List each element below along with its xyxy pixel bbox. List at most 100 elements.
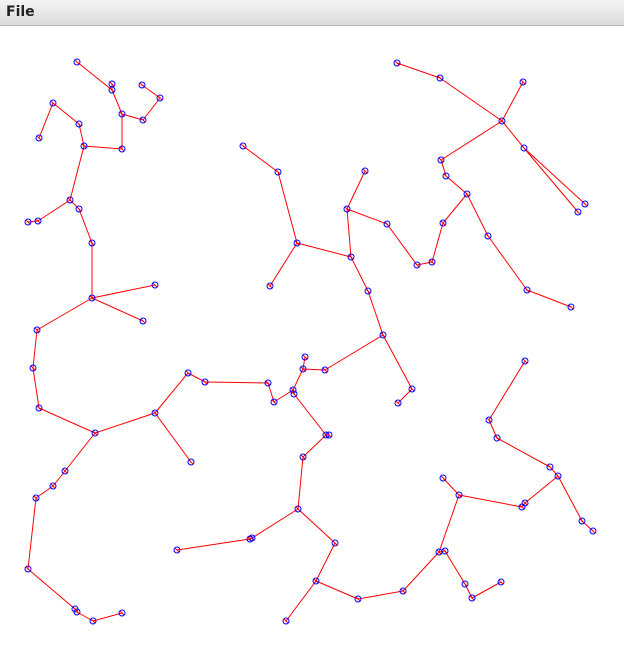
graph-node[interactable] <box>35 404 43 412</box>
graph-node[interactable] <box>437 156 445 164</box>
graph-node[interactable] <box>49 99 57 107</box>
graph-node-mark <box>520 79 526 85</box>
graph-node[interactable] <box>354 595 362 603</box>
graph-node[interactable] <box>66 196 74 204</box>
graph-node[interactable] <box>118 110 126 118</box>
graph-node[interactable] <box>343 205 351 213</box>
graph-edge <box>324 334 384 371</box>
graph-node[interactable] <box>187 458 195 466</box>
graph-node[interactable] <box>546 463 554 471</box>
graph-node[interactable] <box>461 580 469 588</box>
graph-node[interactable] <box>312 577 320 585</box>
graph-node[interactable] <box>301 353 309 361</box>
graph-node[interactable] <box>151 281 159 289</box>
graph-node[interactable] <box>75 205 83 213</box>
graph-node[interactable] <box>33 326 41 334</box>
graph-node[interactable] <box>201 378 209 386</box>
graph-node[interactable] <box>35 134 43 142</box>
graph-node[interactable] <box>294 505 302 513</box>
graph-node[interactable] <box>321 366 329 374</box>
graph-node[interactable] <box>498 117 506 125</box>
graph-node[interactable] <box>523 286 531 294</box>
graph-node[interactable] <box>408 385 416 393</box>
graph-node[interactable] <box>428 258 436 266</box>
graph-node[interactable] <box>383 220 391 228</box>
graph-node[interactable] <box>73 608 81 616</box>
file-menu[interactable]: File <box>6 4 35 20</box>
graph-node[interactable] <box>578 517 586 525</box>
graph-node[interactable] <box>118 145 126 153</box>
graph-node[interactable] <box>299 453 307 461</box>
graph-node[interactable] <box>293 239 301 247</box>
graph-node[interactable] <box>80 142 88 150</box>
graph-node[interactable] <box>290 390 298 398</box>
graph-node[interactable] <box>75 120 83 128</box>
graph-node[interactable] <box>49 482 57 490</box>
graph-node[interactable] <box>274 168 282 176</box>
graph-node-mark <box>494 435 500 441</box>
graph-node[interactable] <box>139 317 147 325</box>
graph-node[interactable] <box>282 617 290 625</box>
graph-node[interactable] <box>108 86 116 94</box>
graph-node[interactable] <box>270 398 278 406</box>
graph-node[interactable] <box>184 369 192 377</box>
graph-node-mark <box>524 287 530 293</box>
graph-node[interactable] <box>331 539 339 547</box>
graph-node[interactable] <box>118 609 126 617</box>
graph-node[interactable] <box>89 617 97 625</box>
graph-node[interactable] <box>519 78 527 86</box>
graph-node[interactable] <box>138 81 146 89</box>
graph-node[interactable] <box>364 287 372 295</box>
graph-node[interactable] <box>484 232 492 240</box>
graph-node[interactable] <box>442 172 450 180</box>
graph-node[interactable] <box>139 116 147 124</box>
graph-node[interactable] <box>485 416 493 424</box>
graph-node[interactable] <box>394 399 402 407</box>
graph-node[interactable] <box>554 472 562 480</box>
graph-node[interactable] <box>246 535 254 543</box>
graph-canvas[interactable] <box>0 27 624 653</box>
graph-node[interactable] <box>393 59 401 67</box>
graph-node[interactable] <box>361 167 369 175</box>
graph-node-mark <box>271 399 277 405</box>
graph-node[interactable] <box>264 379 272 387</box>
graph-node-mark <box>464 191 470 197</box>
graph-node[interactable] <box>24 565 32 573</box>
graph-node[interactable] <box>325 431 333 439</box>
graph-node[interactable] <box>589 527 597 535</box>
graph-node[interactable] <box>497 578 505 586</box>
graph-node[interactable] <box>413 261 421 269</box>
graph-node[interactable] <box>581 200 589 208</box>
graph-node[interactable] <box>151 409 159 417</box>
graph-node[interactable] <box>463 190 471 198</box>
graph-node[interactable] <box>299 365 307 373</box>
graph-node[interactable] <box>24 218 32 226</box>
graph-node[interactable] <box>399 587 407 595</box>
graph-node[interactable] <box>88 294 96 302</box>
graph-node[interactable] <box>574 208 582 216</box>
graph-node[interactable] <box>455 491 463 499</box>
graph-node[interactable] <box>441 547 449 555</box>
graph-node[interactable] <box>73 58 81 66</box>
graph-node[interactable] <box>493 434 501 442</box>
graph-node[interactable] <box>32 494 40 502</box>
graph-node[interactable] <box>521 357 529 365</box>
graph-node[interactable] <box>88 239 96 247</box>
graph-node[interactable] <box>156 94 164 102</box>
graph-node[interactable] <box>239 142 247 150</box>
graph-node[interactable] <box>468 594 476 602</box>
graph-node[interactable] <box>439 474 447 482</box>
graph-node[interactable] <box>173 546 181 554</box>
graph-node[interactable] <box>34 217 42 225</box>
graph-node[interactable] <box>347 253 355 261</box>
graph-node[interactable] <box>521 499 529 507</box>
graph-node[interactable] <box>520 144 528 152</box>
graph-node[interactable] <box>266 282 274 290</box>
graph-node[interactable] <box>436 74 444 82</box>
graph-node[interactable] <box>91 429 99 437</box>
graph-node[interactable] <box>567 303 575 311</box>
graph-node[interactable] <box>439 219 447 227</box>
graph-node[interactable] <box>61 467 69 475</box>
graph-node[interactable] <box>379 331 387 339</box>
graph-node[interactable] <box>29 364 37 372</box>
